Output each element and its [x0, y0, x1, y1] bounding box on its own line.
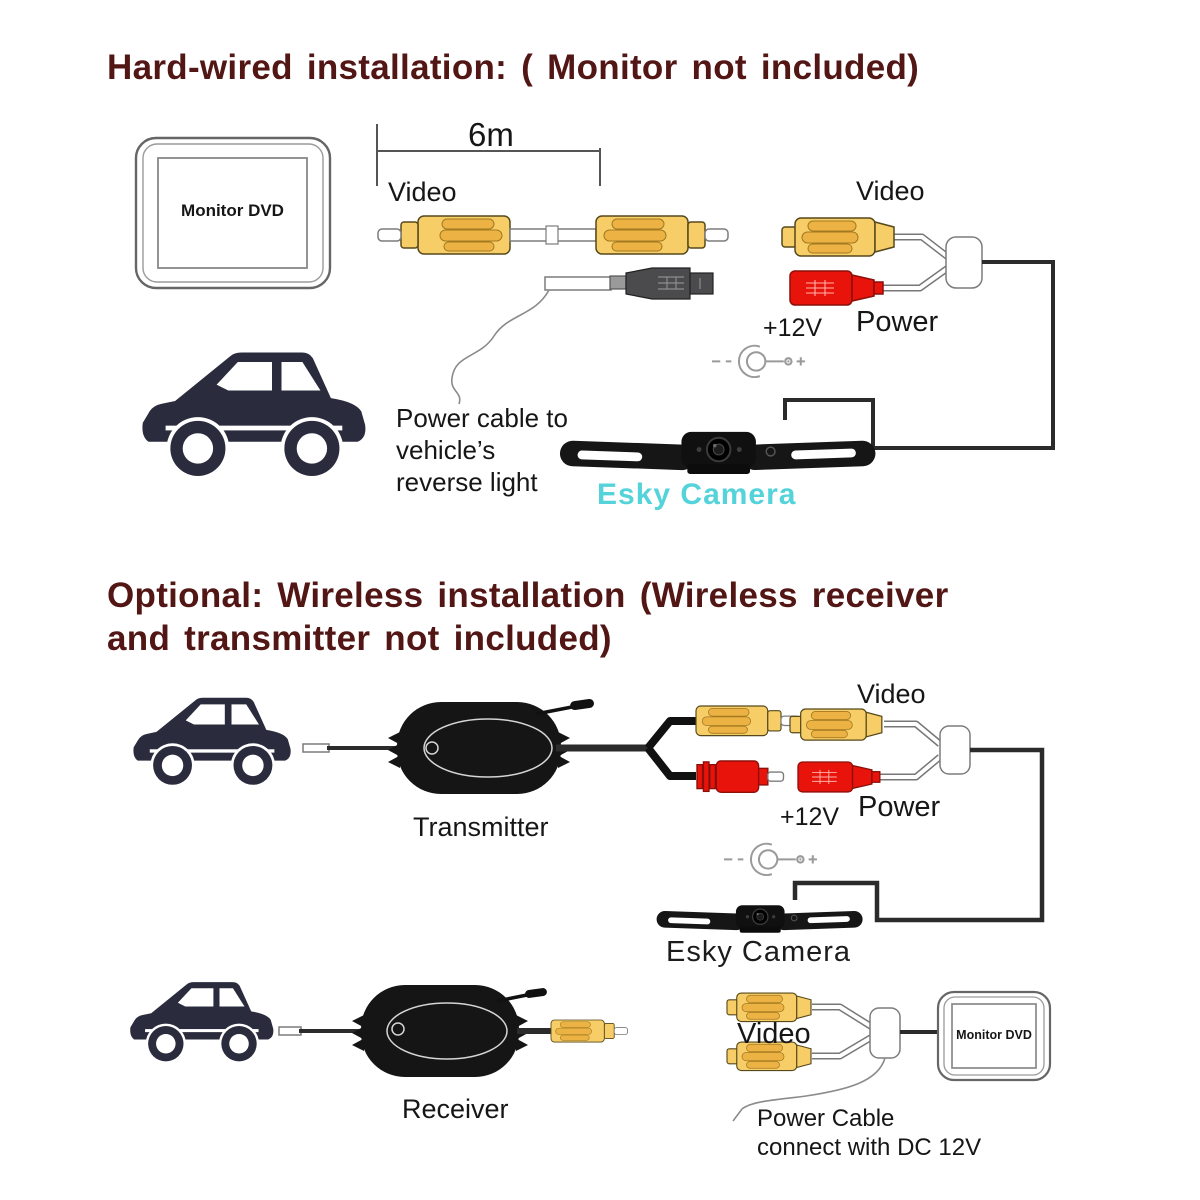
camera-video-connector-icon [789, 708, 943, 747]
camera-power-connector-icon [797, 754, 943, 793]
transmitter-video-plug-icon [695, 705, 800, 737]
monitor-dvd-label: Monitor DVD [181, 201, 284, 220]
power-cable-note-line2: connect with DC 12V [757, 1134, 982, 1161]
transmitter-icon [302, 698, 696, 794]
video-label: Video [856, 176, 925, 206]
car-icon [142, 352, 366, 480]
12v-ring-terminal-icon [722, 842, 818, 877]
receiver-icon [278, 985, 551, 1077]
cable-length-label: 6m [468, 116, 514, 153]
camera-pigtail-icon [451, 267, 714, 405]
reverse-light-note-line1: Power cable to [396, 403, 568, 433]
receiver-label: Receiver [402, 1094, 509, 1124]
reverse-light-note-line2: vehicle’s [396, 435, 496, 465]
camera-video-connector-icon [781, 217, 951, 260]
power-label: Power [858, 791, 941, 823]
reverse-light-note-line3: reverse light [396, 467, 538, 497]
receiver-video-plug-icon [550, 1019, 628, 1043]
esky-camera-brand-label: Esky Camera [597, 478, 797, 511]
transmitter-label: Transmitter [413, 812, 549, 842]
camera-wire-path [792, 747, 1045, 923]
reverse-light-cable [451, 289, 550, 405]
camera-power-connector-icon [789, 265, 951, 306]
power-cable-leader-tick [732, 1108, 743, 1122]
car-icon [130, 982, 274, 1064]
antenna-icon [570, 698, 594, 711]
video-cable-6m-icon [377, 215, 729, 255]
y-splitter-pod [939, 725, 971, 775]
transmitter-power-plug-icon [696, 760, 785, 793]
monitor-dvd-icon [936, 990, 1052, 1082]
monitor-dvd-icon [134, 136, 332, 290]
video-label: Video [388, 177, 457, 207]
esky-camera-icon [558, 430, 877, 476]
y-splitter-pod [869, 1007, 901, 1059]
esky-camera-brand-label: Esky Camera [666, 936, 852, 968]
power-cable-note: Power Cable connect with DC 12V [757, 1104, 981, 1162]
dimension-6m [376, 124, 601, 186]
voltage-label: +12V [763, 314, 823, 342]
power-cable-note-line1: Power Cable [757, 1105, 895, 1132]
video-label: Video [737, 1018, 811, 1050]
section1-title: Hard-wired installation: ( Monitor not i… [107, 48, 920, 87]
y-splitter-pod [945, 236, 983, 289]
video-label: Video [857, 679, 926, 709]
monitor-video-connector-icon [726, 992, 874, 1072]
monitor-dvd-label: Monitor DVD [956, 1028, 1032, 1042]
esky-camera-icon [655, 904, 864, 934]
section2-title-line1: Optional: Wireless installation (Wireles… [107, 576, 949, 615]
antenna-icon [525, 988, 547, 998]
power-cable-leader [741, 1057, 886, 1110]
section2-title-line2: and transmitter not included) [107, 619, 612, 658]
voltage-label: +12V [780, 803, 840, 831]
reverse-light-note: Power cable to vehicle’s reverse light [396, 402, 568, 498]
12v-ring-terminal-icon [710, 344, 806, 379]
car-icon [133, 697, 291, 788]
power-label: Power [856, 306, 939, 338]
